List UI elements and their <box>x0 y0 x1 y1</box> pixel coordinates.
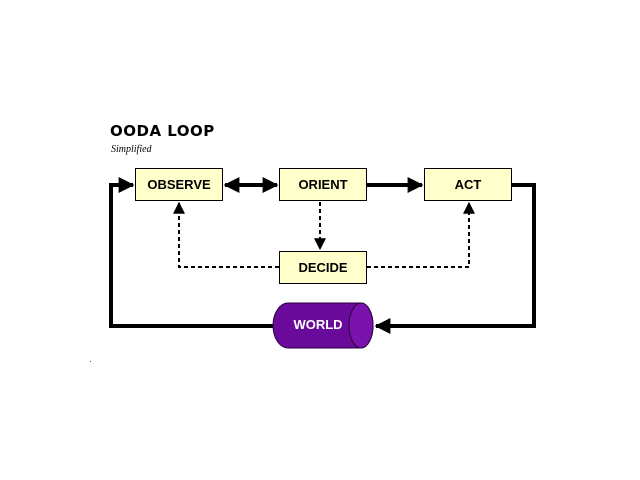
node-observe-label: OBSERVE <box>147 177 211 192</box>
node-orient: ORIENT <box>279 168 367 201</box>
diagram-title: OODA LOOP <box>110 122 215 140</box>
world-cylinder-end <box>348 302 374 349</box>
stray-dot <box>90 361 91 362</box>
node-observe: OBSERVE <box>135 168 223 201</box>
node-orient-label: ORIENT <box>298 177 348 192</box>
node-decide: DECIDE <box>279 251 367 284</box>
node-act-label: ACT <box>454 177 482 192</box>
world-cylinder <box>272 302 374 349</box>
node-world-label: WORLD <box>293 317 343 332</box>
node-decide-label: DECIDE <box>298 260 348 275</box>
edge-act-world <box>374 183 536 334</box>
edge-decide-act <box>367 201 475 268</box>
edge-decide-observe <box>173 201 279 268</box>
diagram-subtitle: Simplified <box>111 144 152 155</box>
node-act: ACT <box>424 168 512 201</box>
edge-world-observe <box>109 177 273 328</box>
